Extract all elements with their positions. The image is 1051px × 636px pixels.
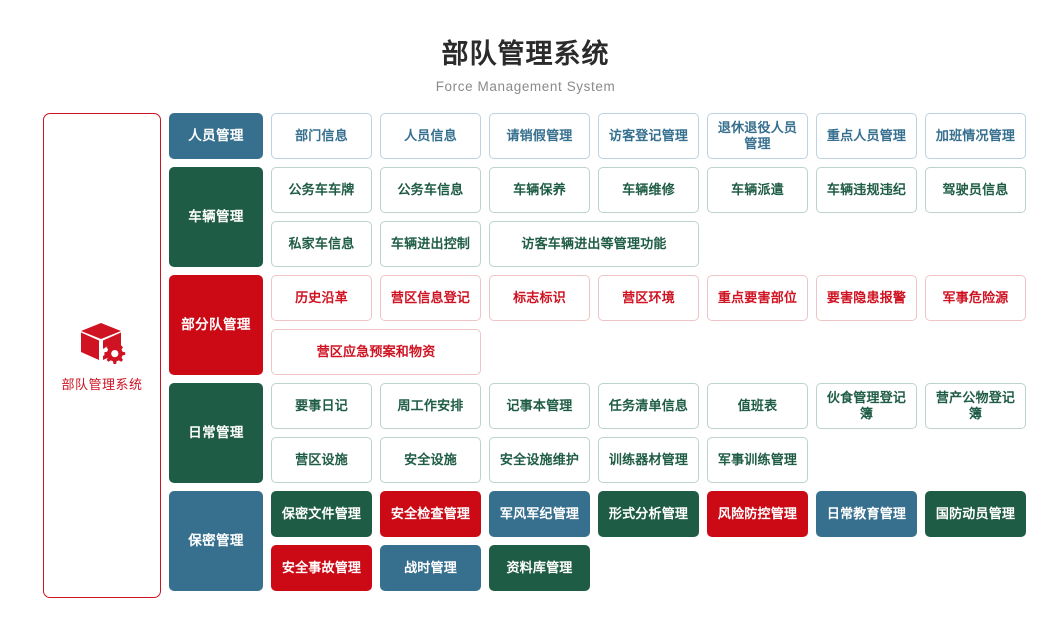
tile-line: 营区应急预案和物资	[271, 329, 1051, 376]
module-tile[interactable]: 形式分析管理	[598, 491, 699, 538]
module-tile[interactable]: 退休退役人员管理	[707, 113, 808, 160]
page-header: 部队管理系统 Force Management System	[0, 0, 1051, 94]
module-tile[interactable]: 车辆违规违纪	[816, 167, 917, 214]
module-tile[interactable]: 任务清单信息	[598, 383, 699, 430]
sidebar-brand-label: 部队管理系统	[61, 376, 143, 392]
tile-line: 历史沿革营区信息登记标志标识营区环境重点要害部位要害隐患报警军事危险源	[271, 275, 1051, 322]
module-tile[interactable]: 风险防控管理	[707, 491, 808, 538]
tile-line: 部门信息人员信息请销假管理访客登记管理退休退役人员管理重点人员管理加班情况管理	[271, 113, 1051, 160]
module-tile[interactable]: 安全事故管理	[271, 545, 372, 592]
group-body: 部门信息人员信息请销假管理访客登记管理退休退役人员管理重点人员管理加班情况管理	[271, 113, 1051, 160]
module-tile[interactable]: 加班情况管理	[925, 113, 1026, 160]
module-tile[interactable]: 保密文件管理	[271, 491, 372, 538]
module-group: 日常管理要事日记周工作安排记事本管理任务清单信息值班表伙食管理登记簿营产公物登记…	[169, 383, 1051, 484]
group-body: 历史沿革营区信息登记标志标识营区环境重点要害部位要害隐患报警军事危险源营区应急预…	[271, 275, 1051, 376]
module-tile[interactable]: 记事本管理	[489, 383, 590, 430]
module-group: 部分队管理历史沿革营区信息登记标志标识营区环境重点要害部位要害隐患报警军事危险源…	[169, 275, 1051, 376]
main-layout: 部队管理系统 人员管理部门信息人员信息请销假管理访客登记管理退休退役人员管理重点…	[0, 94, 1051, 599]
tile-line: 公务车车牌公务车信息车辆保养车辆维修车辆派遣车辆违规违纪驾驶员信息	[271, 167, 1051, 214]
module-tile[interactable]: 重点要害部位	[707, 275, 808, 322]
module-tile[interactable]: 军事危险源	[925, 275, 1026, 322]
module-tile[interactable]: 训练器材管理	[598, 437, 699, 484]
module-tile[interactable]: 请销假管理	[489, 113, 590, 160]
page-subtitle: Force Management System	[435, 79, 616, 95]
group-header-2[interactable]: 车辆管理	[169, 167, 263, 268]
module-tile[interactable]: 战时管理	[380, 545, 481, 592]
group-body: 要事日记周工作安排记事本管理任务清单信息值班表伙食管理登记簿营产公物登记簿营区设…	[271, 383, 1051, 484]
group-body: 保密文件管理安全检查管理军风军纪管理形式分析管理风险防控管理日常教育管理国防动员…	[271, 491, 1051, 592]
module-tile[interactable]: 营区应急预案和物资	[271, 329, 481, 376]
module-tile[interactable]: 日常教育管理	[816, 491, 917, 538]
module-tile[interactable]: 车辆进出控制	[380, 221, 481, 268]
module-tile[interactable]: 营产公物登记簿	[925, 383, 1026, 430]
module-tile[interactable]: 公务车信息	[380, 167, 481, 214]
sidebar-brand[interactable]: 部队管理系统	[61, 319, 142, 393]
module-tile[interactable]: 人员信息	[380, 113, 481, 160]
module-tile[interactable]: 驾驶员信息	[925, 167, 1026, 214]
module-tile[interactable]: 私家车信息	[271, 221, 372, 268]
module-tile[interactable]: 标志标识	[489, 275, 590, 322]
module-tile[interactable]: 军风军纪管理	[489, 491, 590, 538]
tile-line: 保密文件管理安全检查管理军风军纪管理形式分析管理风险防控管理日常教育管理国防动员…	[271, 491, 1051, 538]
module-tile[interactable]: 营区信息登记	[380, 275, 481, 322]
module-group: 保密管理保密文件管理安全检查管理军风军纪管理形式分析管理风险防控管理日常教育管理…	[169, 491, 1051, 592]
page-title: 部队管理系统	[441, 39, 610, 69]
module-tile[interactable]: 车辆保养	[489, 167, 590, 214]
group-body: 公务车车牌公务车信息车辆保养车辆维修车辆派遣车辆违规违纪驾驶员信息私家车信息车辆…	[271, 167, 1051, 268]
module-tile[interactable]: 安全设施维护	[489, 437, 590, 484]
tile-line: 安全事故管理战时管理资料库管理	[271, 545, 1051, 592]
module-tile[interactable]: 周工作安排	[380, 383, 481, 430]
module-tile[interactable]: 营区设施	[271, 437, 372, 484]
module-tile[interactable]: 伙食管理登记簿	[816, 383, 917, 430]
module-tile[interactable]: 部门信息	[271, 113, 372, 160]
group-header-5[interactable]: 保密管理	[169, 491, 263, 592]
module-tile[interactable]: 公务车车牌	[271, 167, 372, 214]
module-tile[interactable]: 历史沿革	[271, 275, 372, 322]
sidebar[interactable]: 部队管理系统	[43, 113, 161, 599]
module-tile[interactable]: 要事日记	[271, 383, 372, 430]
module-tile[interactable]: 国防动员管理	[925, 491, 1026, 538]
group-header-4[interactable]: 日常管理	[169, 383, 263, 484]
module-tile[interactable]: 资料库管理	[489, 545, 590, 592]
module-tile[interactable]: 安全设施	[380, 437, 481, 484]
module-group: 车辆管理公务车车牌公务车信息车辆保养车辆维修车辆派遣车辆违规违纪驾驶员信息私家车…	[169, 167, 1051, 268]
module-tile[interactable]: 访客登记管理	[598, 113, 699, 160]
box-gear-icon	[78, 319, 126, 367]
module-tile[interactable]: 营区环境	[598, 275, 699, 322]
module-tile[interactable]: 重点人员管理	[816, 113, 917, 160]
group-header-3[interactable]: 部分队管理	[169, 275, 263, 376]
module-tile[interactable]: 安全检查管理	[380, 491, 481, 538]
tile-line: 营区设施安全设施安全设施维护训练器材管理军事训练管理	[271, 437, 1051, 484]
module-tile[interactable]: 值班表	[707, 383, 808, 430]
module-grid: 人员管理部门信息人员信息请销假管理访客登记管理退休退役人员管理重点人员管理加班情…	[169, 113, 1051, 592]
module-group: 人员管理部门信息人员信息请销假管理访客登记管理退休退役人员管理重点人员管理加班情…	[169, 113, 1051, 160]
module-tile[interactable]: 要害隐患报警	[816, 275, 917, 322]
module-tile[interactable]: 车辆维修	[598, 167, 699, 214]
module-tile[interactable]: 车辆派遣	[707, 167, 808, 214]
module-tile[interactable]: 访客车辆进出等管理功能	[489, 221, 699, 268]
group-header-1[interactable]: 人员管理	[169, 113, 263, 160]
module-tile[interactable]: 军事训练管理	[707, 437, 808, 484]
tile-line: 要事日记周工作安排记事本管理任务清单信息值班表伙食管理登记簿营产公物登记簿	[271, 383, 1051, 430]
tile-line: 私家车信息车辆进出控制访客车辆进出等管理功能	[271, 221, 1051, 268]
